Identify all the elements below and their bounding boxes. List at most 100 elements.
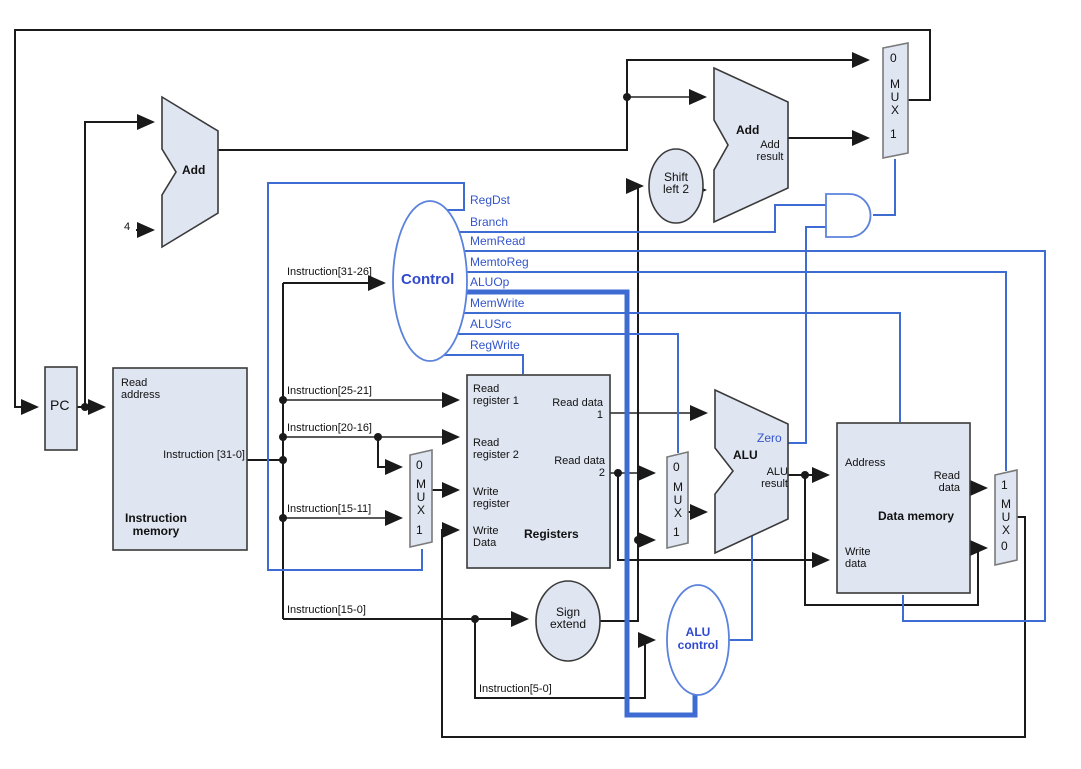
junction-pcplus4 <box>623 93 631 101</box>
regdst-mux-letters: MUX <box>416 477 426 517</box>
branch-mux-in1: 1 <box>890 127 897 141</box>
alu-label: ALU <box>733 448 758 462</box>
imem-title: Instruction memory <box>125 511 187 538</box>
registers-readdata2-label: Read data 2 <box>554 455 605 479</box>
wire-memread <box>464 250 1046 622</box>
wire-andgate-to-branchmux <box>873 159 896 216</box>
branch-mux-in0: 0 <box>890 51 897 65</box>
regdst-mux-in0: 0 <box>416 458 423 472</box>
branch-mux-shape <box>882 42 909 159</box>
imem-read-address-label: Read address <box>121 377 161 401</box>
memtoreg-mux-in1: 1 <box>1001 478 1008 492</box>
dmem-readdata-label: Read data <box>933 470 960 494</box>
alu-shape <box>714 388 789 555</box>
signal-memread: MemRead <box>470 234 526 248</box>
regdst-mux-in1: 1 <box>416 523 423 537</box>
alusrc-mux-shape <box>666 450 689 550</box>
registers-writereg-label: Write register <box>473 486 510 510</box>
signal-branch: Branch <box>470 215 509 229</box>
junction-aluresult <box>801 471 809 479</box>
adder2-result-label: Add result <box>756 139 784 163</box>
junction-instr-2016 <box>279 433 287 441</box>
adder2-label: Add <box>736 123 760 137</box>
instr-field-25-21: Instruction[25-21] <box>287 385 372 397</box>
dmem-address-label: Address <box>845 457 886 469</box>
and-gate <box>825 193 872 238</box>
imem-instruction-label: Instruction [31-0] <box>163 449 245 461</box>
registers-block <box>466 374 611 569</box>
pc-label: PC <box>50 397 70 413</box>
signal-alusrc: ALUSrc <box>470 317 512 331</box>
instr-field-5-0: Instruction[5-0] <box>479 683 552 695</box>
sign-extend-label: Sign extend <box>549 605 587 631</box>
junction-instr-150 <box>471 615 479 623</box>
wire-regwrite <box>444 354 524 374</box>
wire-instr2016-to-regdstmux0 <box>377 437 403 475</box>
registers-readdata1-label: Read data 1 <box>552 397 603 421</box>
memtoreg-mux-in0: 0 <box>1001 539 1008 553</box>
wire-aluresult-to-memtoregmux0 <box>804 475 988 606</box>
wire-adder1-to-branchmux0 <box>218 52 870 151</box>
signal-memwrite: MemWrite <box>470 296 525 310</box>
signal-regdst: RegDst <box>470 193 511 207</box>
dmem-title: Data memory <box>877 509 955 523</box>
const-four-label: 4 <box>124 221 131 233</box>
junction-instr-3126 <box>279 396 287 404</box>
branch-mux-letters: MUX <box>890 77 900 117</box>
wire-branch <box>459 204 826 233</box>
alusrc-mux-letters: MUX <box>673 480 683 520</box>
registers-readreg2-label: Read register 2 <box>473 437 519 461</box>
instr-field-15-0: Instruction[15-0] <box>287 604 366 616</box>
control-unit-shape <box>392 200 468 362</box>
alu-result-label: ALU result <box>761 466 788 490</box>
wire-zero-to-andgate <box>788 226 826 444</box>
instr-field-15-11: Instruction[15-11] <box>287 503 372 515</box>
registers-readreg1-label: Read register 1 <box>473 383 519 407</box>
junction-instr-1511 <box>279 514 287 522</box>
wire-alucontrol-to-alu <box>728 536 753 641</box>
wire-alusrc <box>458 333 679 453</box>
wire-readdata2-to-dmem-writedata <box>617 473 830 568</box>
adder2-shape <box>713 66 789 224</box>
registers-title: Registers <box>524 527 579 541</box>
wire-instr50-to-alucontrol <box>474 619 656 699</box>
instr-field-20-16: Instruction[20-16] <box>287 422 372 434</box>
wire-signextend-to-shiftleft2 <box>600 178 644 622</box>
adder1-label: Add <box>182 163 206 177</box>
shift-left-2-shape <box>648 148 704 224</box>
wire-memwrite <box>464 312 901 422</box>
wire-memtoreg <box>467 271 1007 471</box>
junction-signext-out <box>634 536 642 544</box>
alusrc-mux-in0: 0 <box>673 460 680 474</box>
signal-memtoreg: MemtoReg <box>470 255 529 269</box>
instruction-memory-block <box>112 367 248 551</box>
alu-control-shape <box>666 584 730 696</box>
wire-memtoregmux-to-writedata <box>441 516 1026 738</box>
instr-field-31-26: Instruction[31-26] <box>287 266 372 278</box>
data-memory-block <box>836 422 971 594</box>
wire-regdst <box>267 182 465 571</box>
signal-aluop: ALUOp <box>470 275 510 289</box>
wire-branchmux-to-pc <box>14 29 931 415</box>
memtoreg-mux-letters: MUX <box>1001 497 1011 537</box>
alu-zero-label: Zero <box>757 431 782 445</box>
memtoreg-mux-shape <box>994 468 1018 567</box>
junction-instr-main <box>279 456 287 464</box>
junction-rt-to-mux <box>374 433 382 441</box>
junction-readdata2 <box>614 469 622 477</box>
pc-block <box>44 366 78 451</box>
sign-extend-shape <box>535 580 601 662</box>
control-unit-label: Control <box>401 271 455 288</box>
shift-left-2-label: Shift left 2 <box>662 170 689 196</box>
signal-regwrite: RegWrite <box>470 338 520 352</box>
dmem-writedata-label: Write data <box>845 546 871 570</box>
adder1-shape <box>161 95 219 249</box>
alusrc-mux-in1: 1 <box>673 525 680 539</box>
alu-control-label: ALU control <box>677 625 719 652</box>
wire-aluop <box>467 289 698 718</box>
wire-pc-to-adder1 <box>84 114 155 407</box>
junction-pc-out <box>81 403 89 411</box>
regdst-mux-shape <box>409 448 433 549</box>
